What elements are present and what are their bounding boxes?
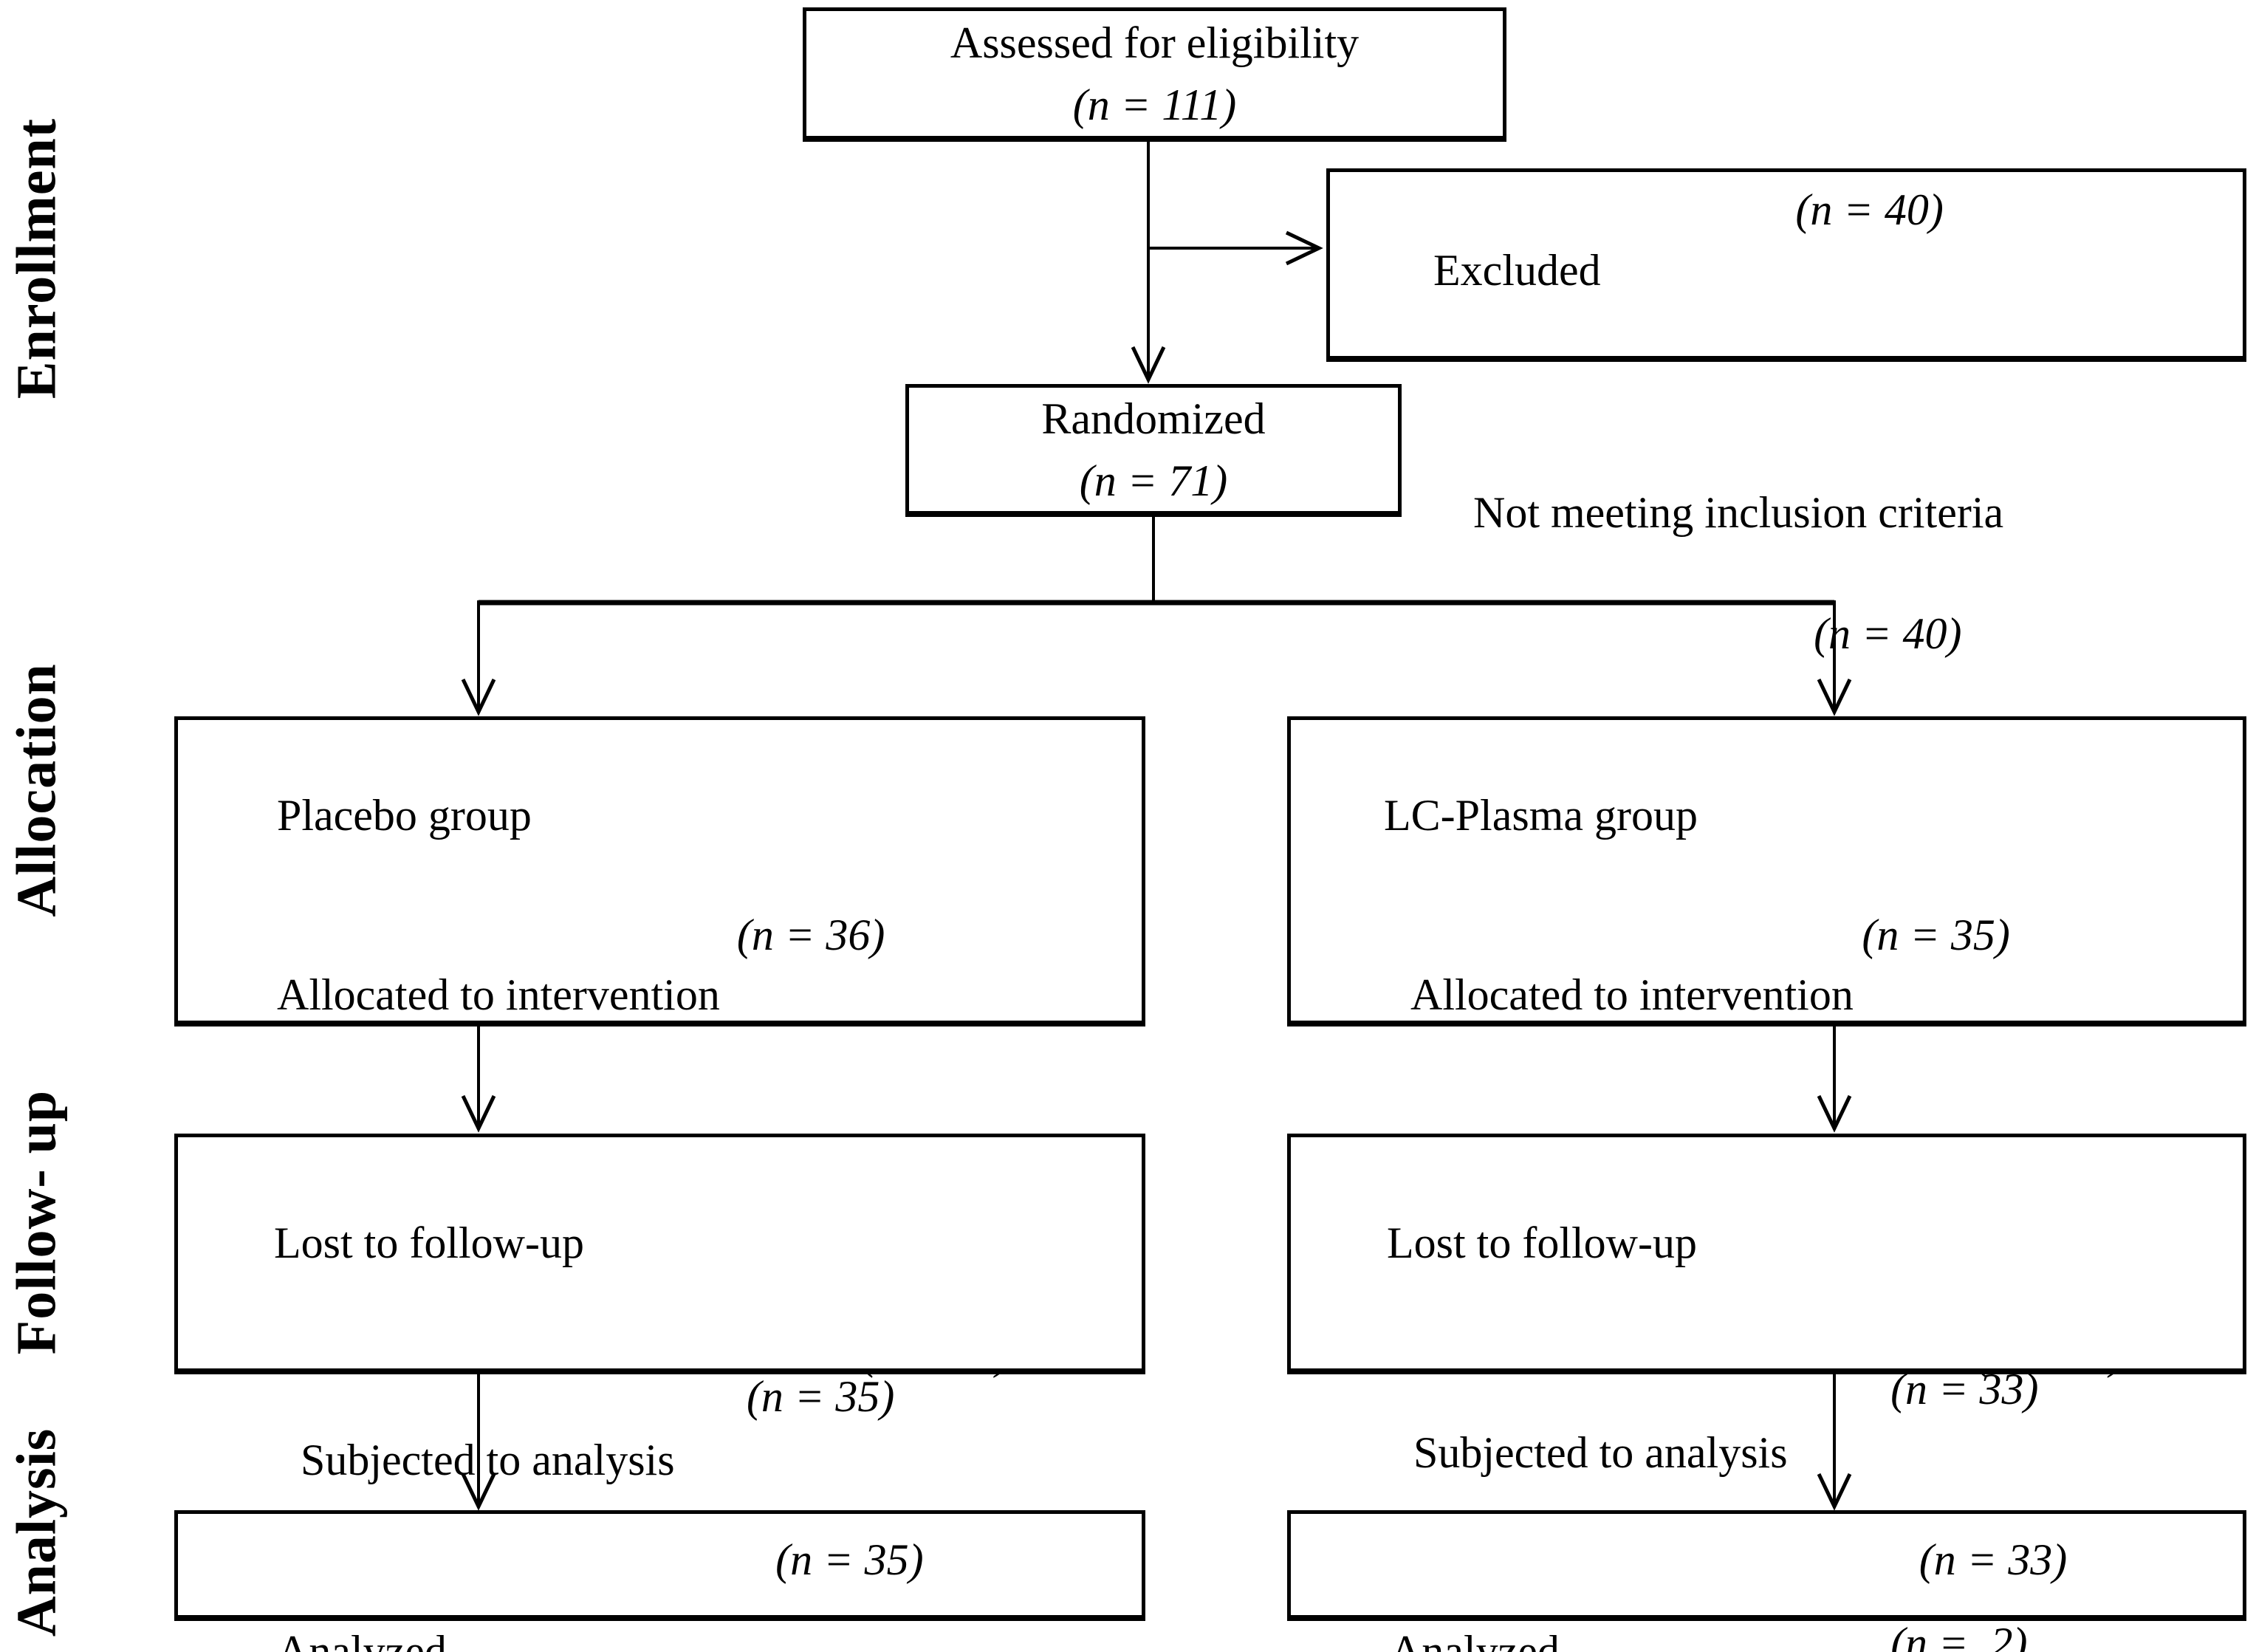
stage-label-analysis: Analysis [5,1427,68,1637]
excluded-n: (n = 40) [1795,185,1944,234]
arrowhead-analyzed-right [1817,1473,1852,1511]
stage-label-follow-up: Follow- up [5,1089,68,1355]
box-excluded: Excluded (n = 40) Not meeting inclusion … [1326,168,2246,658]
arrowhead-randomized [1131,346,1166,384]
stage-label-allocation: Allocation [5,663,68,917]
placebo-allocated-label: Allocated to intervention [277,970,720,1019]
assessed-title: Assessed for eligibility [950,18,1360,67]
excluded-reason-n: (n = 40) [1814,609,1962,658]
box-randomized: Randomized (n = 71) [905,384,1402,517]
followup-left-analysis-label: Subjected to analysis [301,1436,675,1484]
box-assessed-for-eligibility: Assessed for eligibility (n = 111) [803,7,1506,142]
box-followup-placebo: Lost to follow-up Subjected to analysis … [174,1134,1145,1484]
arrowhead-allocation-left [461,678,496,716]
box-allocation-placebo: Placebo group Allocated to intervention … [174,716,1145,1617]
placebo-title: Placebo group [277,791,532,840]
arrowhead-analyzed-left [461,1473,496,1511]
followup-right-analysis-label: Subjected to analysis [1413,1428,1788,1477]
lc-plasma-allocated-label: Allocated to intervention [1410,970,1854,1019]
randomized-title: Randomized [1041,394,1266,443]
followup-right-discontinued-n: (n = 2) [1890,1619,2028,1652]
analyzed-right-n: (n = 33) [1919,1535,2068,1584]
followup-right-analysis-n: (n = 33) [1890,1365,2039,1413]
arrowhead-followup-right [1817,1094,1852,1133]
excluded-title: Excluded [1433,246,1601,295]
stage-label-enrollment: Enrollment [5,117,68,400]
box-analyzed-placebo: Analyzed (n = 35) [174,1510,1145,1652]
placebo-allocated-n: (n = 36) [736,911,885,959]
lc-plasma-title: LC-Plasma group [1384,791,1698,840]
analyzed-left-n: (n = 35) [775,1535,924,1584]
analyzed-left-title: Analyzed [277,1627,447,1652]
excluded-reason: Not meeting inclusion criteria [1473,488,2004,537]
box-allocation-lc-plasma: LC-Plasma group Allocated to interventio… [1287,716,2246,1378]
followup-right-title: Lost to follow-up [1387,1219,1697,1267]
box-followup-lc-plasma: Lost to follow-up Subjected to analysis … [1287,1134,2246,1652]
followup-left-title: Lost to follow-up [274,1219,584,1267]
arrowhead-excluded [1285,230,1323,266]
lc-plasma-allocated-n: (n = 35) [1862,911,2010,959]
randomized-n: (n = 71) [1079,456,1228,505]
assessed-n: (n = 111) [1072,80,1237,129]
arrowhead-allocation-right [1817,678,1852,716]
followup-left-analysis-n: (n = 35) [746,1372,895,1421]
arrowhead-followup-left [461,1094,496,1133]
box-analyzed-lc-plasma: Analyzed (n = 33) [1287,1510,2246,1652]
analyzed-right-title: Analyzed [1390,1627,1560,1652]
